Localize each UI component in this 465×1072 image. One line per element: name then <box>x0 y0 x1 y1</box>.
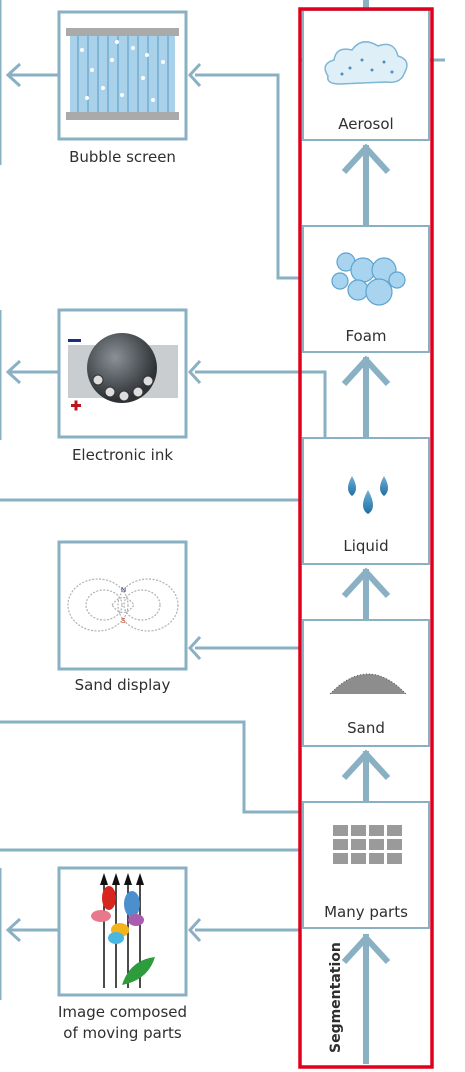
connector-liquid-to-ink <box>195 370 327 438</box>
stage-label-aerosol: Aerosol <box>338 115 394 133</box>
arrowhead-ink <box>187 359 202 385</box>
cloud-icon <box>324 41 408 85</box>
moving-parts-flower-icon <box>91 873 155 988</box>
grid-parts-icon <box>333 825 402 864</box>
stage-arrows <box>341 0 391 1064</box>
stage-column <box>302 9 430 929</box>
highlight-frame <box>298 7 434 1069</box>
connector-arrowheads <box>5 62 202 943</box>
north-pole-label: N <box>121 587 126 594</box>
bubbles-icon <box>331 252 406 306</box>
stage-label-foam: Foam <box>345 327 387 345</box>
arrowhead-bubble-screen <box>187 62 202 88</box>
app-label-moving-parts: Image composed of moving parts <box>30 1002 215 1044</box>
droplets-icon <box>348 476 388 514</box>
south-pole-label: S <box>121 618 126 625</box>
magnetic-field-icon <box>67 578 179 632</box>
connector-foam-to-bubble-screen <box>195 73 300 280</box>
moving-parts-box <box>57 866 188 997</box>
sand-pile-icon <box>329 673 407 695</box>
connector-sand-across <box>0 720 300 814</box>
segmentation-label: Segmentation <box>328 942 344 1053</box>
app-label-moving-parts-line2: of moving parts <box>63 1024 182 1042</box>
connector-lines <box>0 0 445 1000</box>
bubble-screen-icon <box>66 28 179 120</box>
app-label-electronic-ink: Electronic ink <box>71 446 174 464</box>
sand-display-box: N S <box>57 540 188 671</box>
stage-label-many-parts: Many parts <box>324 903 408 921</box>
arrowhead-image <box>187 917 202 943</box>
stage-box-many-parts <box>302 801 430 929</box>
app-label-bubble-screen: Bubble screen <box>69 148 176 166</box>
bubble-screen-box <box>57 10 188 141</box>
stage-label-sand: Sand <box>347 719 385 737</box>
electronic-ink-box <box>57 308 188 439</box>
arrowhead-bubble-out <box>5 62 22 88</box>
electronic-ink-icon <box>68 333 178 411</box>
app-label-sand-display: Sand display <box>74 676 171 694</box>
app-label-moving-parts-line1: Image composed <box>57 1003 188 1021</box>
arrowhead-ink-out <box>5 359 22 385</box>
stage-label-liquid: Liquid <box>343 537 389 555</box>
arrowhead-sand-display <box>187 635 202 661</box>
arrowhead-image-out <box>5 917 22 943</box>
